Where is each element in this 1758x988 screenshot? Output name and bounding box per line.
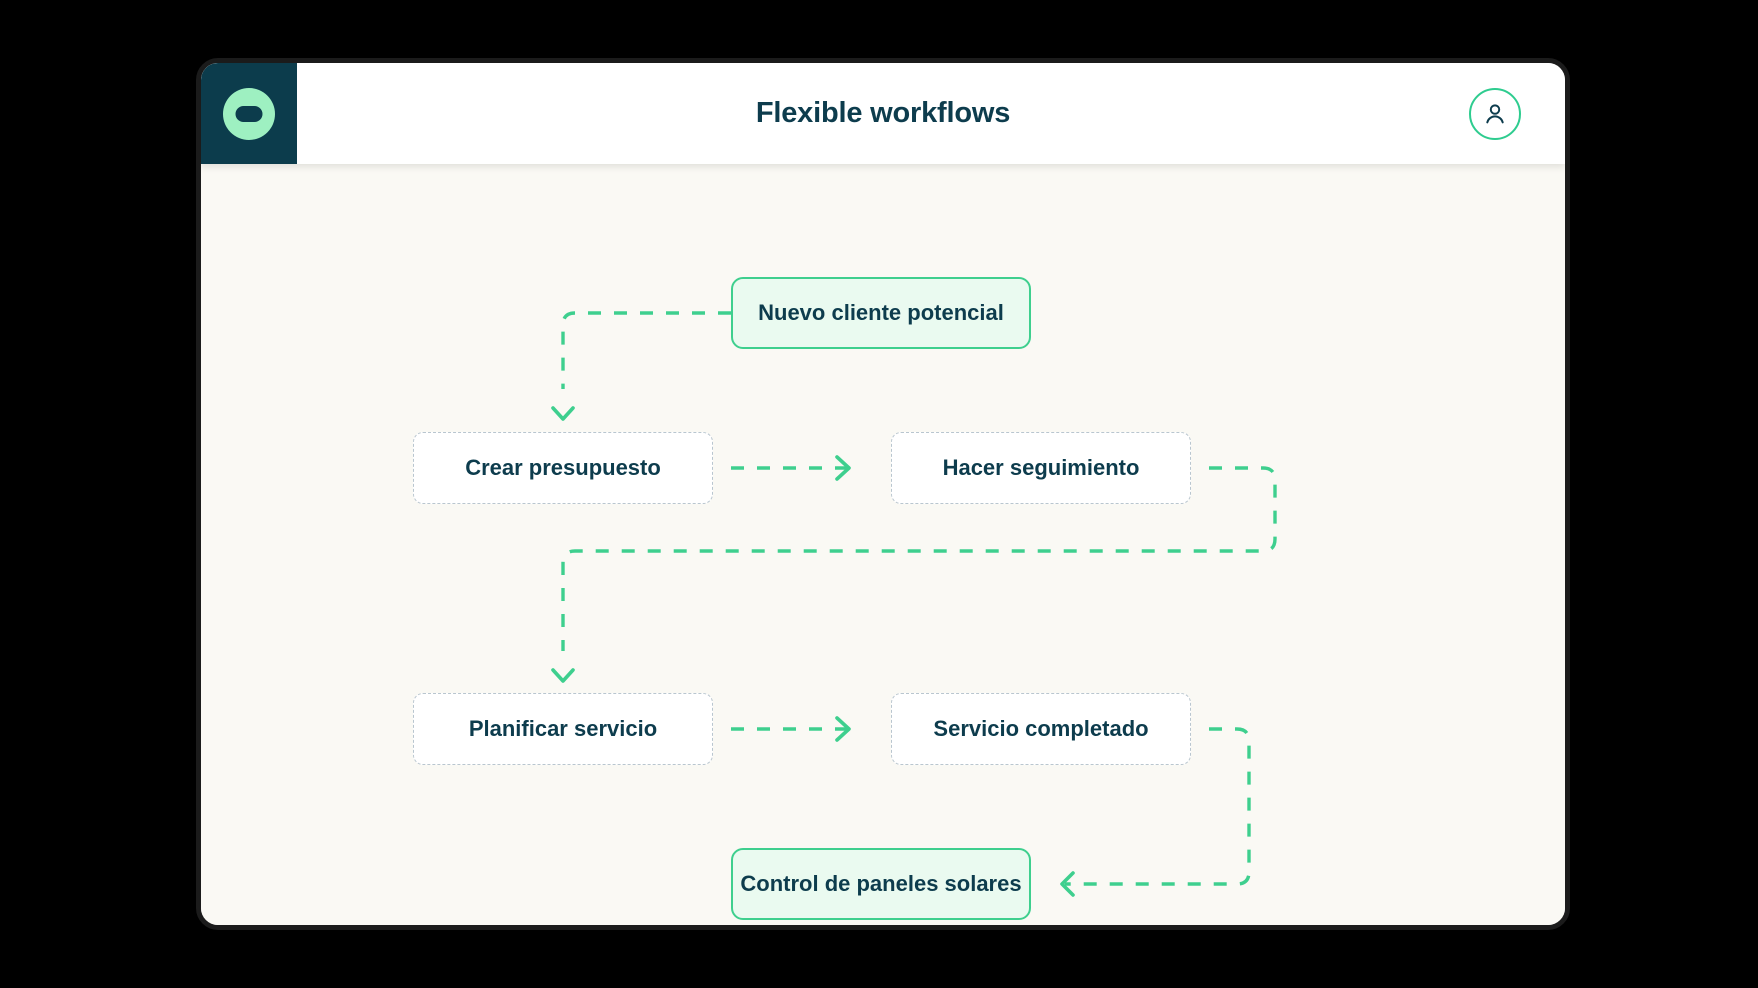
workflow-node-planificar-servicio[interactable]: Planificar servicio	[413, 693, 713, 765]
edge-nuevo-to-crear	[561, 311, 731, 389]
arrowhead-down-crear	[551, 406, 575, 421]
user-avatar-button[interactable]	[1469, 87, 1521, 140]
user-avatar-icon	[1486, 103, 1504, 123]
arrowhead-right-hacer	[835, 455, 851, 481]
arrowhead-down-planif	[551, 668, 575, 683]
workflow-canvas[interactable]: Nuevo cliente potencial Crear presupuest…	[201, 164, 1565, 925]
workflow-node-control-de-paneles-solares[interactable]: Control de paneles solares	[731, 848, 1031, 920]
app-window-card: Flexible workflows	[196, 58, 1570, 930]
app-logo-tile[interactable]	[201, 63, 297, 164]
workflow-node-servicio-completado[interactable]: Servicio completado	[891, 693, 1191, 765]
arrowhead-left-control	[1060, 871, 1075, 897]
workflow-node-crear-presupuesto[interactable]: Crear presupuesto	[413, 432, 713, 504]
workflow-node-nuevo-cliente-potencial[interactable]: Nuevo cliente potencial	[731, 277, 1031, 349]
page-title: Flexible workflows	[755, 97, 1011, 129]
workflow-node-hacer-seguimiento[interactable]: Hacer seguimiento	[891, 432, 1191, 504]
app-header: Flexible workflows	[201, 63, 1565, 164]
app-logo-icon	[223, 87, 275, 140]
arrowhead-right-servcomp	[835, 716, 851, 742]
